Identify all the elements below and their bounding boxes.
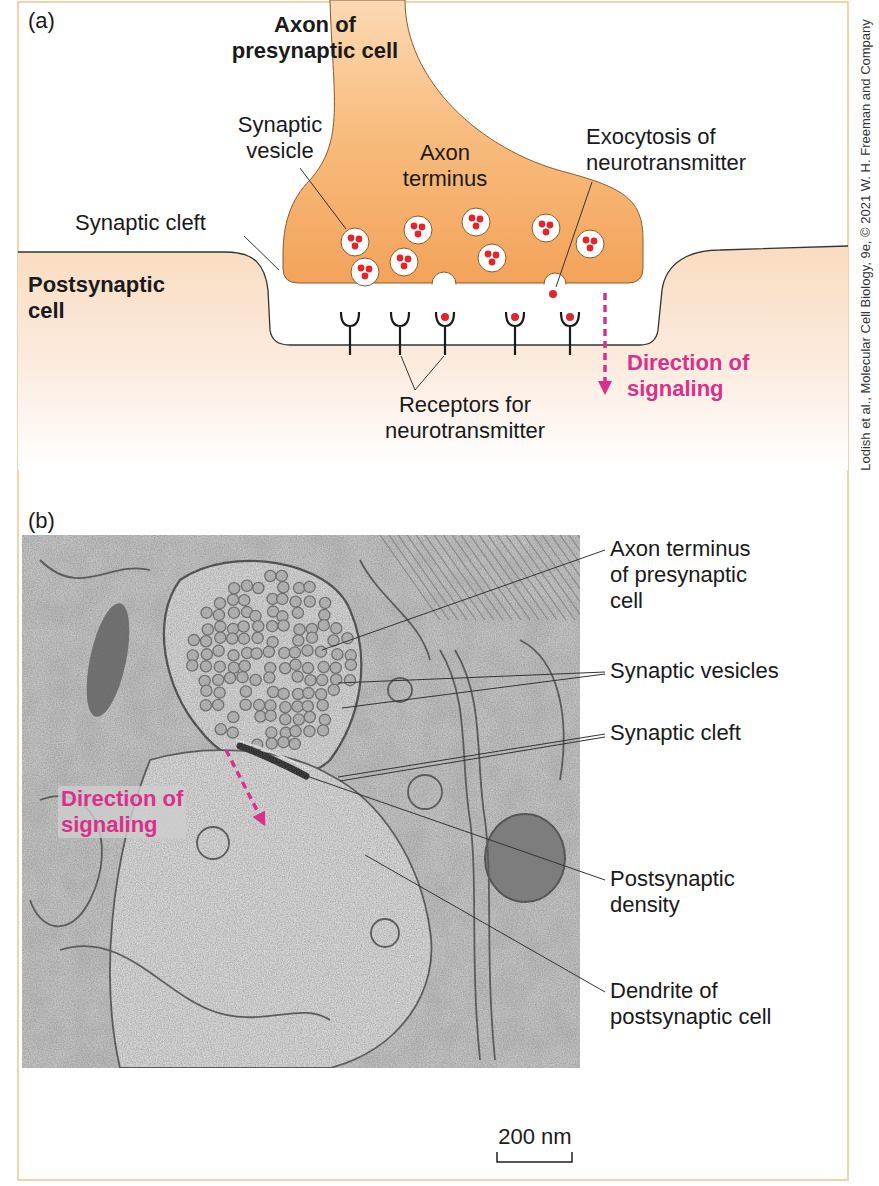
fusing-vesicle (549, 290, 557, 298)
synaptic-vesicle (477, 216, 484, 223)
leader-line (322, 550, 605, 650)
synaptic-vesicle (419, 224, 426, 231)
synaptic-vesicle (478, 244, 506, 272)
part-label: Exocytosis of neurotransmitter (586, 124, 746, 176)
synaptic-vesicle (489, 259, 496, 266)
part-label: Axon terminus of presynaptic cell (610, 536, 751, 614)
synaptic-vesicle (473, 223, 480, 230)
synaptic-vesicle (415, 231, 422, 238)
postsynaptic-cell-body (18, 246, 848, 470)
synaptic-vesicle (401, 263, 408, 270)
synaptic-vesicle (341, 228, 369, 256)
receptor-symbol (441, 313, 449, 321)
synaptic-vesicle (462, 208, 490, 236)
panel-a-drawing (18, 0, 848, 470)
synaptic-vesicle (591, 238, 598, 245)
synaptic-vesicle (356, 236, 363, 243)
leader-line (340, 737, 605, 781)
receptor-symbol (561, 312, 579, 355)
leader-line (365, 855, 605, 992)
leader-line (556, 182, 592, 287)
synaptic-vesicle (576, 230, 604, 258)
leader-line (342, 674, 605, 708)
credit-line: Lodish et al., Molecular Cell Biology, 9… (858, 19, 874, 471)
scale-label: 200 nm (498, 1124, 571, 1150)
synaptic-vesicle (397, 255, 404, 262)
leader-line (298, 773, 605, 880)
electron-micrograph (22, 535, 580, 1068)
synaptic-vesicle (587, 245, 594, 252)
part-label: Synaptic cleft (610, 720, 741, 746)
synaptic-vesicle (351, 258, 379, 286)
synaptic-vesicle (366, 266, 373, 273)
fusing-vesicle (430, 272, 571, 299)
synaptic-vesicle (348, 235, 355, 242)
panel-letter: (b) (28, 508, 55, 534)
synaptic-vesicle (493, 252, 500, 259)
part-label: Dendrite of postsynaptic cell (610, 978, 771, 1030)
leader-line (338, 734, 605, 777)
synaptic-vesicle (362, 273, 369, 280)
receptor-symbol (341, 312, 579, 355)
signal-direction-arrow (603, 293, 607, 388)
leader-line (415, 356, 444, 390)
receptor-symbol (566, 313, 574, 321)
leader-line (244, 168, 592, 390)
synaptic-vesicle (543, 229, 550, 236)
synaptic-vesicle (532, 214, 560, 242)
part-label: Postsynaptic density (610, 866, 735, 918)
electron-micrograph (22, 535, 580, 1068)
part-label: Axon of presynaptic cell (232, 12, 398, 64)
synaptic-vesicle (341, 208, 604, 286)
part-label: Synaptic vesicle (238, 112, 322, 164)
part-label: Axon terminus (403, 140, 487, 192)
synaptic-vesicle (547, 222, 554, 229)
part-label: Synaptic cleft (75, 210, 206, 236)
part-label: Receptors for neurotransmitter (385, 392, 545, 444)
receptor-symbol (391, 312, 409, 355)
part-label: Synaptic vesicles (610, 658, 779, 684)
leader-line (244, 236, 279, 270)
synaptic-vesicle (539, 221, 546, 228)
receptor-symbol (436, 312, 454, 355)
synaptic-vesicle (404, 216, 432, 244)
figure-frame (18, 2, 848, 1180)
direction-label: Direction of signaling (627, 350, 749, 402)
part-label: Postsynaptic cell (28, 272, 165, 324)
synaptic-vesicle (405, 256, 412, 263)
leader-line (298, 550, 605, 992)
synaptic-vesicle (485, 251, 492, 258)
leader-line (300, 168, 346, 229)
synaptic-vesicle (358, 265, 365, 272)
panel-letter: (a) (28, 8, 55, 34)
receptor-symbol (506, 312, 524, 355)
scale-bar (497, 1152, 572, 1162)
synaptic-vesicle (469, 215, 476, 222)
synaptic-vesicle (411, 223, 418, 230)
fusing-vesicle (430, 285, 460, 299)
signal-direction-arrow (226, 750, 262, 820)
direction-label: Direction of signaling (58, 786, 186, 838)
synaptic-vesicle (352, 243, 359, 250)
synaptic-vesicle (390, 248, 418, 276)
receptor-symbol (341, 312, 359, 355)
leader-line (338, 672, 605, 683)
electron-micrograph (22, 535, 580, 1068)
electron-micrograph (22, 535, 580, 1068)
receptor-symbol (511, 313, 519, 321)
leader-line (401, 356, 415, 390)
synaptic-vesicle (583, 237, 590, 244)
